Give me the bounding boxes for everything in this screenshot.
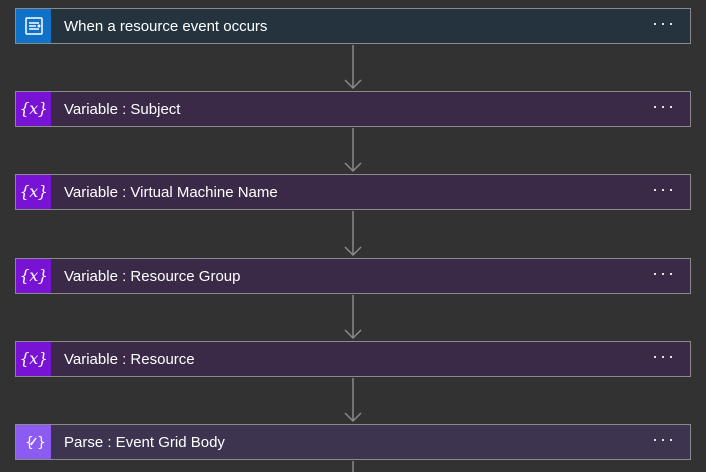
connector-arrow — [344, 378, 362, 424]
variable-icon: {𝑥} — [16, 259, 51, 293]
event-grid-icon — [16, 9, 51, 43]
connector-arrow — [344, 45, 362, 91]
step-title: When a resource event occurs — [64, 17, 268, 35]
more-options-button[interactable]: ··· — [652, 346, 676, 366]
step-variable-vm-name[interactable]: {𝑥} Variable : Virtual Machine Name ··· — [15, 174, 691, 210]
step-title: Variable : Subject — [64, 100, 181, 118]
parse-json-icon: { } — [16, 425, 51, 459]
step-title: Variable : Resource — [64, 350, 195, 368]
variable-icon: {𝑥} — [16, 175, 51, 209]
connector-arrow — [344, 128, 362, 174]
step-title: Variable : Virtual Machine Name — [64, 183, 278, 201]
more-options-button[interactable]: ··· — [652, 96, 676, 116]
step-variable-subject[interactable]: {𝑥} Variable : Subject ··· — [15, 91, 691, 127]
connector-arrow — [344, 295, 362, 341]
variable-icon: {𝑥} — [16, 92, 51, 126]
step-title: Variable : Resource Group — [64, 267, 241, 285]
connector-line — [344, 461, 362, 472]
variable-icon: {𝑥} — [16, 342, 51, 376]
svg-text:}: } — [37, 435, 45, 451]
step-parse-event-grid-body[interactable]: { } Parse : Event Grid Body ··· — [15, 424, 691, 460]
more-options-button[interactable]: ··· — [652, 13, 676, 33]
step-variable-resource-group[interactable]: {𝑥} Variable : Resource Group ··· — [15, 258, 691, 294]
more-options-button[interactable]: ··· — [652, 429, 676, 449]
step-title: Parse : Event Grid Body — [64, 433, 225, 451]
svg-text:{: { — [25, 435, 34, 451]
connector-arrow — [344, 211, 362, 258]
step-variable-resource[interactable]: {𝑥} Variable : Resource ··· — [15, 341, 691, 377]
more-options-button[interactable]: ··· — [652, 179, 676, 199]
step-trigger[interactable]: When a resource event occurs ··· — [15, 8, 691, 44]
more-options-button[interactable]: ··· — [652, 263, 676, 283]
